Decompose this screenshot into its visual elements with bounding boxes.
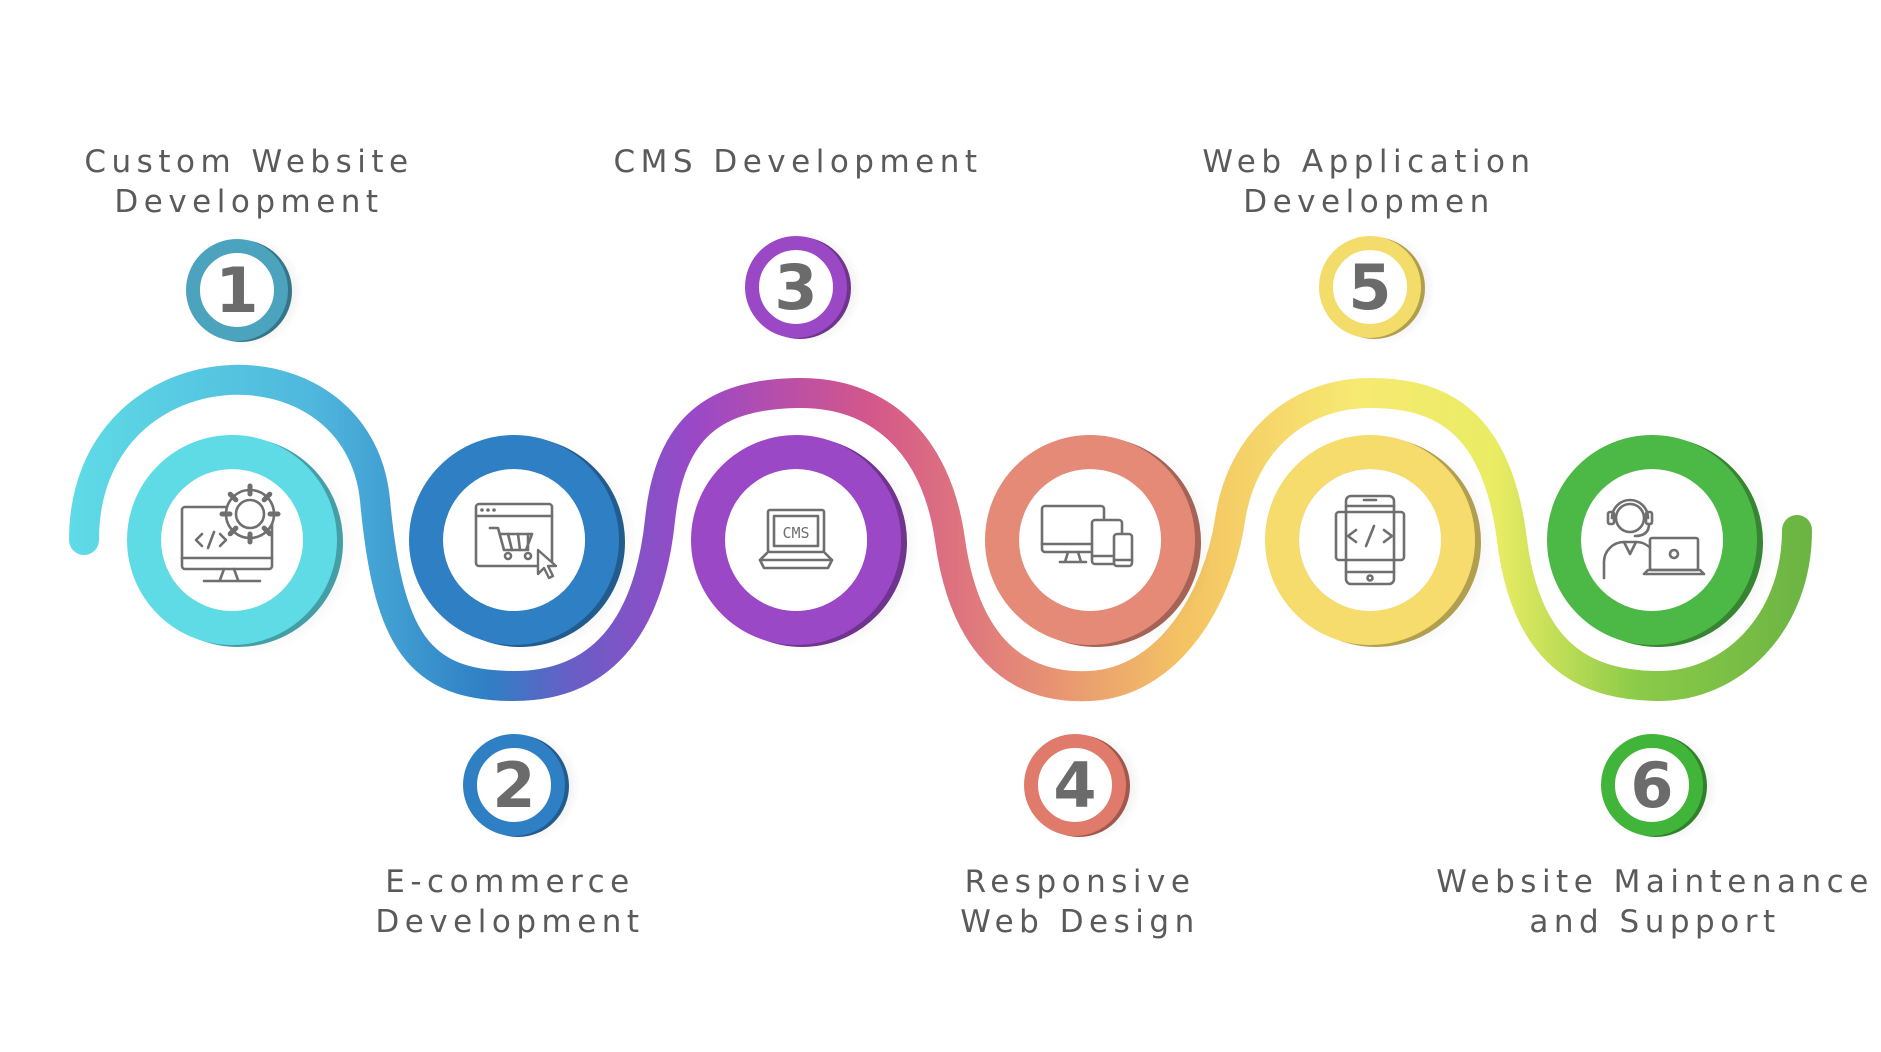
step-4-label: Responsive Web Design	[840, 862, 1320, 942]
support-agent-icon	[1602, 498, 1706, 580]
browser-cart-icon	[474, 502, 558, 580]
step-5-title-line-2: Developmen	[1243, 184, 1495, 220]
cms-laptop-icon: CMS	[758, 508, 834, 570]
step-5-label: Web Application Developmen	[1129, 142, 1609, 222]
step-1-badge: 1	[186, 236, 303, 348]
step-2-title-line-2: Development	[375, 904, 645, 940]
step-2-badge: 2	[463, 731, 580, 843]
step-3-ring: CMS	[691, 432, 920, 656]
step-1-title-line-2: Development	[114, 184, 384, 220]
step-4-number: 4	[1053, 749, 1096, 822]
step-3-title-line-1: CMS Development	[613, 144, 983, 180]
step-4-title-line-2: Web Design	[960, 904, 1200, 940]
step-1-title-line-1: Custom Website	[84, 144, 414, 180]
step-6-badge: 6	[1601, 731, 1718, 843]
step-1-ring	[127, 432, 356, 656]
step-2-label: E-commerce Development	[270, 862, 750, 942]
step-3-label: CMS Development	[558, 142, 1038, 182]
step-2-title-line-1: E-commerce	[385, 864, 635, 900]
step-3-badge: 3	[745, 233, 862, 345]
step-6-number: 6	[1630, 749, 1673, 822]
step-5-ring	[1265, 432, 1494, 656]
step-1-label: Custom Website Development	[9, 142, 489, 222]
step-6-title-line-1: Website Maintenance	[1436, 864, 1874, 900]
step-5-number: 5	[1348, 251, 1391, 324]
step-1-number: 1	[215, 254, 258, 327]
step-6-label: Website Maintenance and Support	[1415, 862, 1881, 942]
cms-icon-text: CMS	[782, 524, 809, 542]
step-4-ring	[985, 432, 1214, 656]
monitor-code-gear-icon	[180, 483, 281, 583]
step-4-title-line-1: Responsive	[964, 864, 1196, 900]
step-6-title-line-2: and Support	[1529, 904, 1781, 940]
step-6-ring	[1547, 432, 1776, 656]
wave-ribbon	[69, 364, 1812, 702]
step-4-badge: 4	[1024, 731, 1141, 843]
step-3-number: 3	[774, 251, 817, 324]
step-2-number: 2	[492, 749, 535, 822]
step-5-badge: 5	[1319, 233, 1436, 345]
step-2-ring	[409, 432, 638, 656]
mobile-code-icon	[1334, 494, 1406, 586]
responsive-devices-icon	[1040, 504, 1134, 568]
step-5-title-line-1: Web Application	[1202, 144, 1536, 180]
